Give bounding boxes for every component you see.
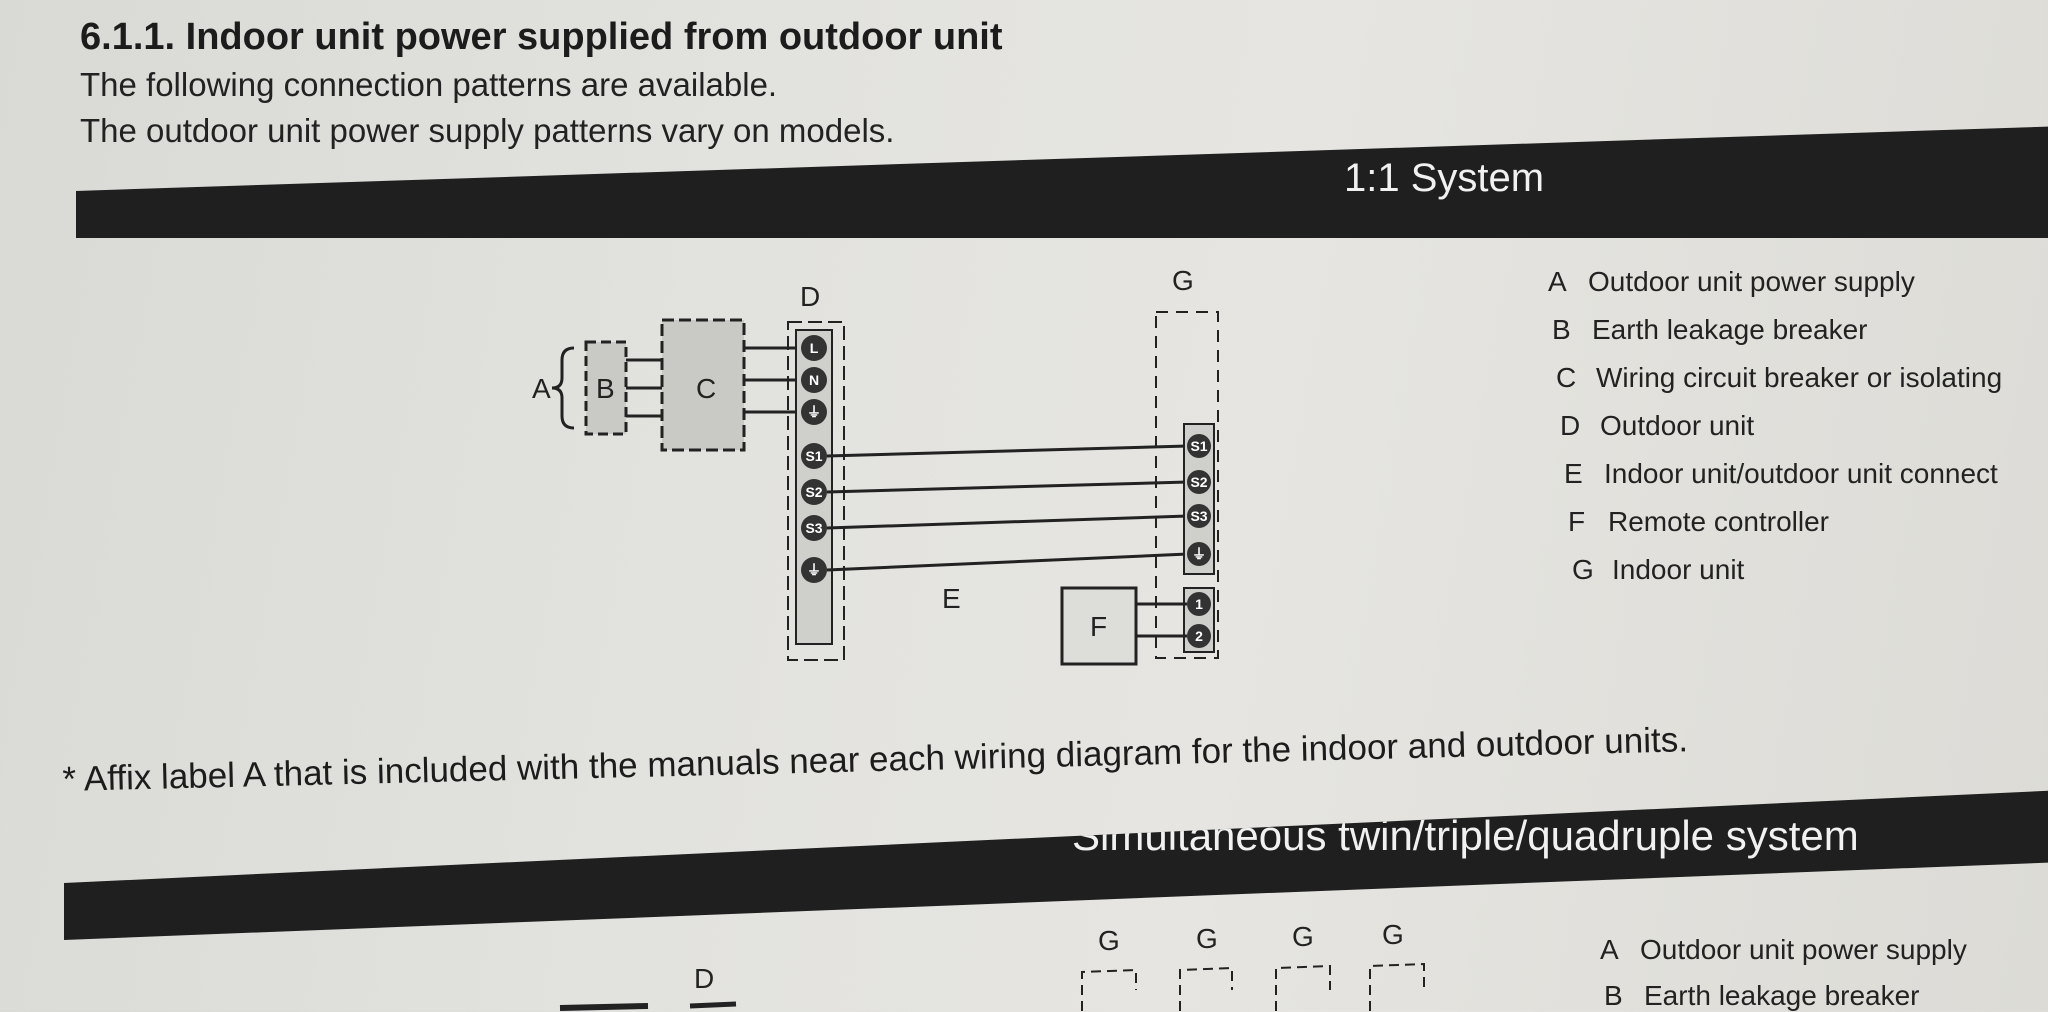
indoor-terminal-earth: [1187, 542, 1211, 566]
svg-text:S2: S2: [1190, 474, 1207, 490]
svg-text:1: 1: [1195, 596, 1203, 612]
svg-text:S3: S3: [1190, 508, 1207, 524]
section-title-simultaneous: Simultaneous twin/triple/quadruple syste…: [1072, 812, 1859, 859]
section-title-1-1-system: 1:1 System: [1344, 156, 1545, 200]
label-g-2: G: [1196, 923, 1218, 954]
indoor-unit-g-box: [1155, 311, 1219, 659]
wire-s2: [826, 480, 1189, 494]
indoor-terminal-s2: [1187, 470, 1211, 494]
label-g-4: G: [1382, 919, 1404, 950]
terminal-l: [801, 335, 827, 361]
section-heading: 6.1.1. Indoor unit power supplied from o…: [80, 16, 1003, 58]
breaker-b-box: [584, 340, 628, 436]
label-b: B: [596, 373, 615, 404]
wiring-diagram-simultaneous: D G G G G: [559, 919, 1425, 1011]
svg-text:⏚: ⏚: [807, 404, 821, 420]
label-e: E: [942, 583, 961, 614]
indoor-terminal-s1: [1187, 434, 1211, 458]
label-d: D: [800, 281, 820, 312]
breaker-c-box: [660, 318, 746, 452]
label-g: G: [1172, 265, 1194, 296]
terminal-n: [801, 367, 827, 393]
intro-line-2: The outdoor unit power supply patterns v…: [80, 112, 895, 149]
svg-text:S1: S1: [805, 448, 822, 464]
indoor-terminals: S1 S2 S3 ⏚: [1187, 434, 1211, 566]
remote-terminal-2: [1187, 624, 1211, 648]
svg-text:S1: S1: [1190, 438, 1207, 454]
terminal-s1: [801, 443, 827, 469]
affix-label-note: * Affix label A that is included with th…: [62, 720, 1689, 799]
wiring-diagram-1-1: A B C D L N ⏚ S1 S2 S3: [532, 265, 1219, 666]
indoor-terminal-s3: [1187, 504, 1211, 528]
outdoor-terminals: L N ⏚ S1 S2 S3 ⏚: [801, 335, 827, 583]
intro-line-1: The following connection patterns are av…: [80, 66, 778, 103]
remote-controller-f-box: [1060, 586, 1138, 666]
svg-text:N: N: [809, 372, 819, 388]
label-g-3: G: [1292, 921, 1314, 952]
terminal-earth-1: [801, 399, 827, 425]
svg-text:L: L: [810, 340, 819, 356]
svg-text:S2: S2: [805, 484, 822, 500]
label-g-1: G: [1098, 925, 1120, 956]
svg-text:⏚: ⏚: [807, 562, 821, 578]
label-c: C: [696, 373, 716, 404]
label-f: F: [1090, 611, 1107, 642]
remote-terminal-1: [1187, 592, 1211, 616]
wire-s3: [826, 514, 1189, 530]
label-d-2: D: [694, 963, 714, 994]
svg-text:S3: S3: [805, 520, 822, 536]
wire-earth: [826, 552, 1189, 572]
terminal-s3: [801, 515, 827, 541]
wire-s1: [826, 444, 1189, 458]
label-a: A: [532, 373, 551, 404]
brace-a: [551, 346, 575, 430]
svg-text:2: 2: [1195, 628, 1203, 644]
svg-text:⏚: ⏚: [1192, 546, 1206, 562]
terminal-earth-2: [801, 557, 827, 583]
terminal-s2: [801, 479, 827, 505]
